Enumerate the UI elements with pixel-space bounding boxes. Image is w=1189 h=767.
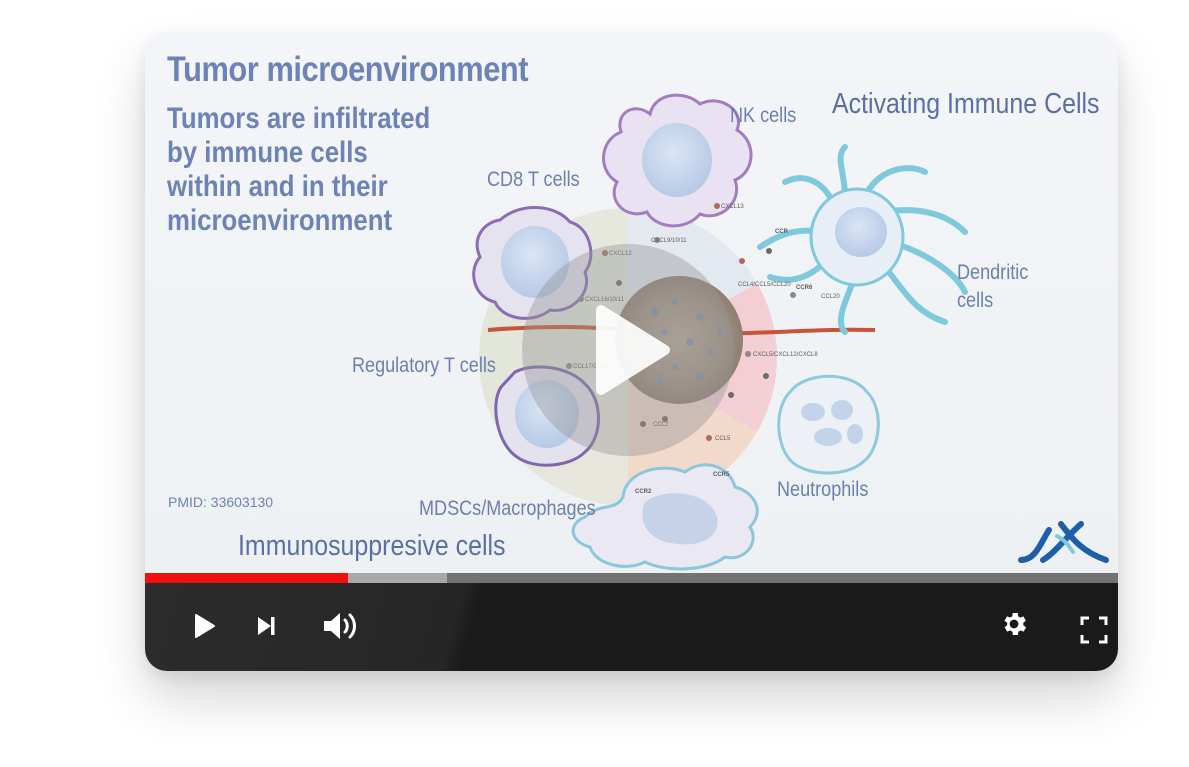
subtitle-line-2: by immune cells	[167, 136, 368, 169]
label-dendritic-line1: Dendritic	[957, 261, 1029, 284]
subtitle-line-3: within and in their	[167, 170, 388, 203]
svg-text:CCR: CCR	[775, 229, 789, 235]
subtitle-line-1: Tumors are infiltrated	[167, 102, 431, 135]
volume-button[interactable]	[319, 605, 361, 647]
video-frame[interactable]: CXCL13 CXCL9/10/11 CXCL12 CXCL16/10/11 C…	[145, 32, 1118, 573]
label-mdscs-macrophages: MDSCs/Macrophages	[419, 497, 596, 520]
big-play-icon	[596, 305, 670, 395]
label-neutrophils: Neutrophils	[777, 478, 869, 501]
subtitle-line-4: microenvironment	[167, 204, 393, 237]
chemokine-dots	[566, 203, 796, 441]
next-icon	[258, 617, 275, 635]
label-dendritic-line2: cells	[957, 289, 994, 312]
fullscreen-button[interactable]	[1075, 611, 1113, 649]
slide-subtitle: Tumors are infiltrated by immune cells w…	[167, 102, 430, 238]
svg-text:CXCL9/10/11: CXCL9/10/11	[651, 238, 687, 244]
big-play-button[interactable]	[522, 244, 734, 456]
svg-text:CCR6: CCR6	[796, 285, 813, 291]
tumor-mass	[615, 276, 743, 404]
heading-activating-immune-cells: Activating Immune Cells	[832, 88, 1100, 120]
play-icon	[195, 614, 215, 638]
heading-immunosuppressive-cells: Immunosuppresive cells	[238, 530, 506, 562]
neutrophil	[777, 374, 880, 475]
svg-text:CCR2: CCR2	[635, 489, 652, 495]
svg-text:CCL4/CCL5/CCL20: CCL4/CCL5/CCL20	[738, 282, 791, 288]
slide-illustration: CXCL13 CXCL9/10/11 CXCL12 CXCL16/10/11 C…	[472, 93, 1109, 571]
control-bar	[145, 583, 1118, 671]
svg-text:CCL2: CCL2	[653, 422, 669, 428]
svg-text:CXCL5/CXCL12/CXCL8: CXCL5/CXCL12/CXCL8	[753, 352, 818, 358]
pmid-reference: PMID: 33603130	[168, 494, 274, 510]
svg-text:CXCL16/10/11: CXCL16/10/11	[585, 297, 625, 303]
video-player[interactable]: CXCL13 CXCL9/10/11 CXCL12 CXCL16/10/11 C…	[145, 32, 1118, 671]
svg-text:CCL5: CCL5	[715, 436, 731, 442]
gear-icon	[1004, 613, 1027, 635]
svg-text:CCL20: CCL20	[821, 294, 840, 300]
fullscreen-icon	[1080, 616, 1108, 644]
settings-button[interactable]	[995, 605, 1033, 643]
jax-logo	[1018, 521, 1109, 563]
next-button[interactable]	[247, 607, 285, 645]
play-button[interactable]	[185, 607, 223, 645]
svg-text:CCR5: CCR5	[713, 472, 730, 478]
slide-title: Tumor microenvironment	[167, 50, 529, 89]
progress-bar[interactable]	[145, 573, 1118, 583]
label-cd8-t-cells: CD8 T cells	[487, 168, 580, 191]
svg-text:CXCL12: CXCL12	[609, 251, 632, 257]
svg-text:CCL17/CCL22: CCL17/CCL22	[573, 364, 613, 370]
progress-played	[145, 573, 349, 583]
label-regulatory-t-cells: Regulatory T cells	[352, 354, 496, 377]
volume-icon	[324, 613, 356, 639]
label-nk-cells: NK cells	[730, 104, 797, 127]
svg-text:CXCL13: CXCL13	[721, 204, 744, 210]
